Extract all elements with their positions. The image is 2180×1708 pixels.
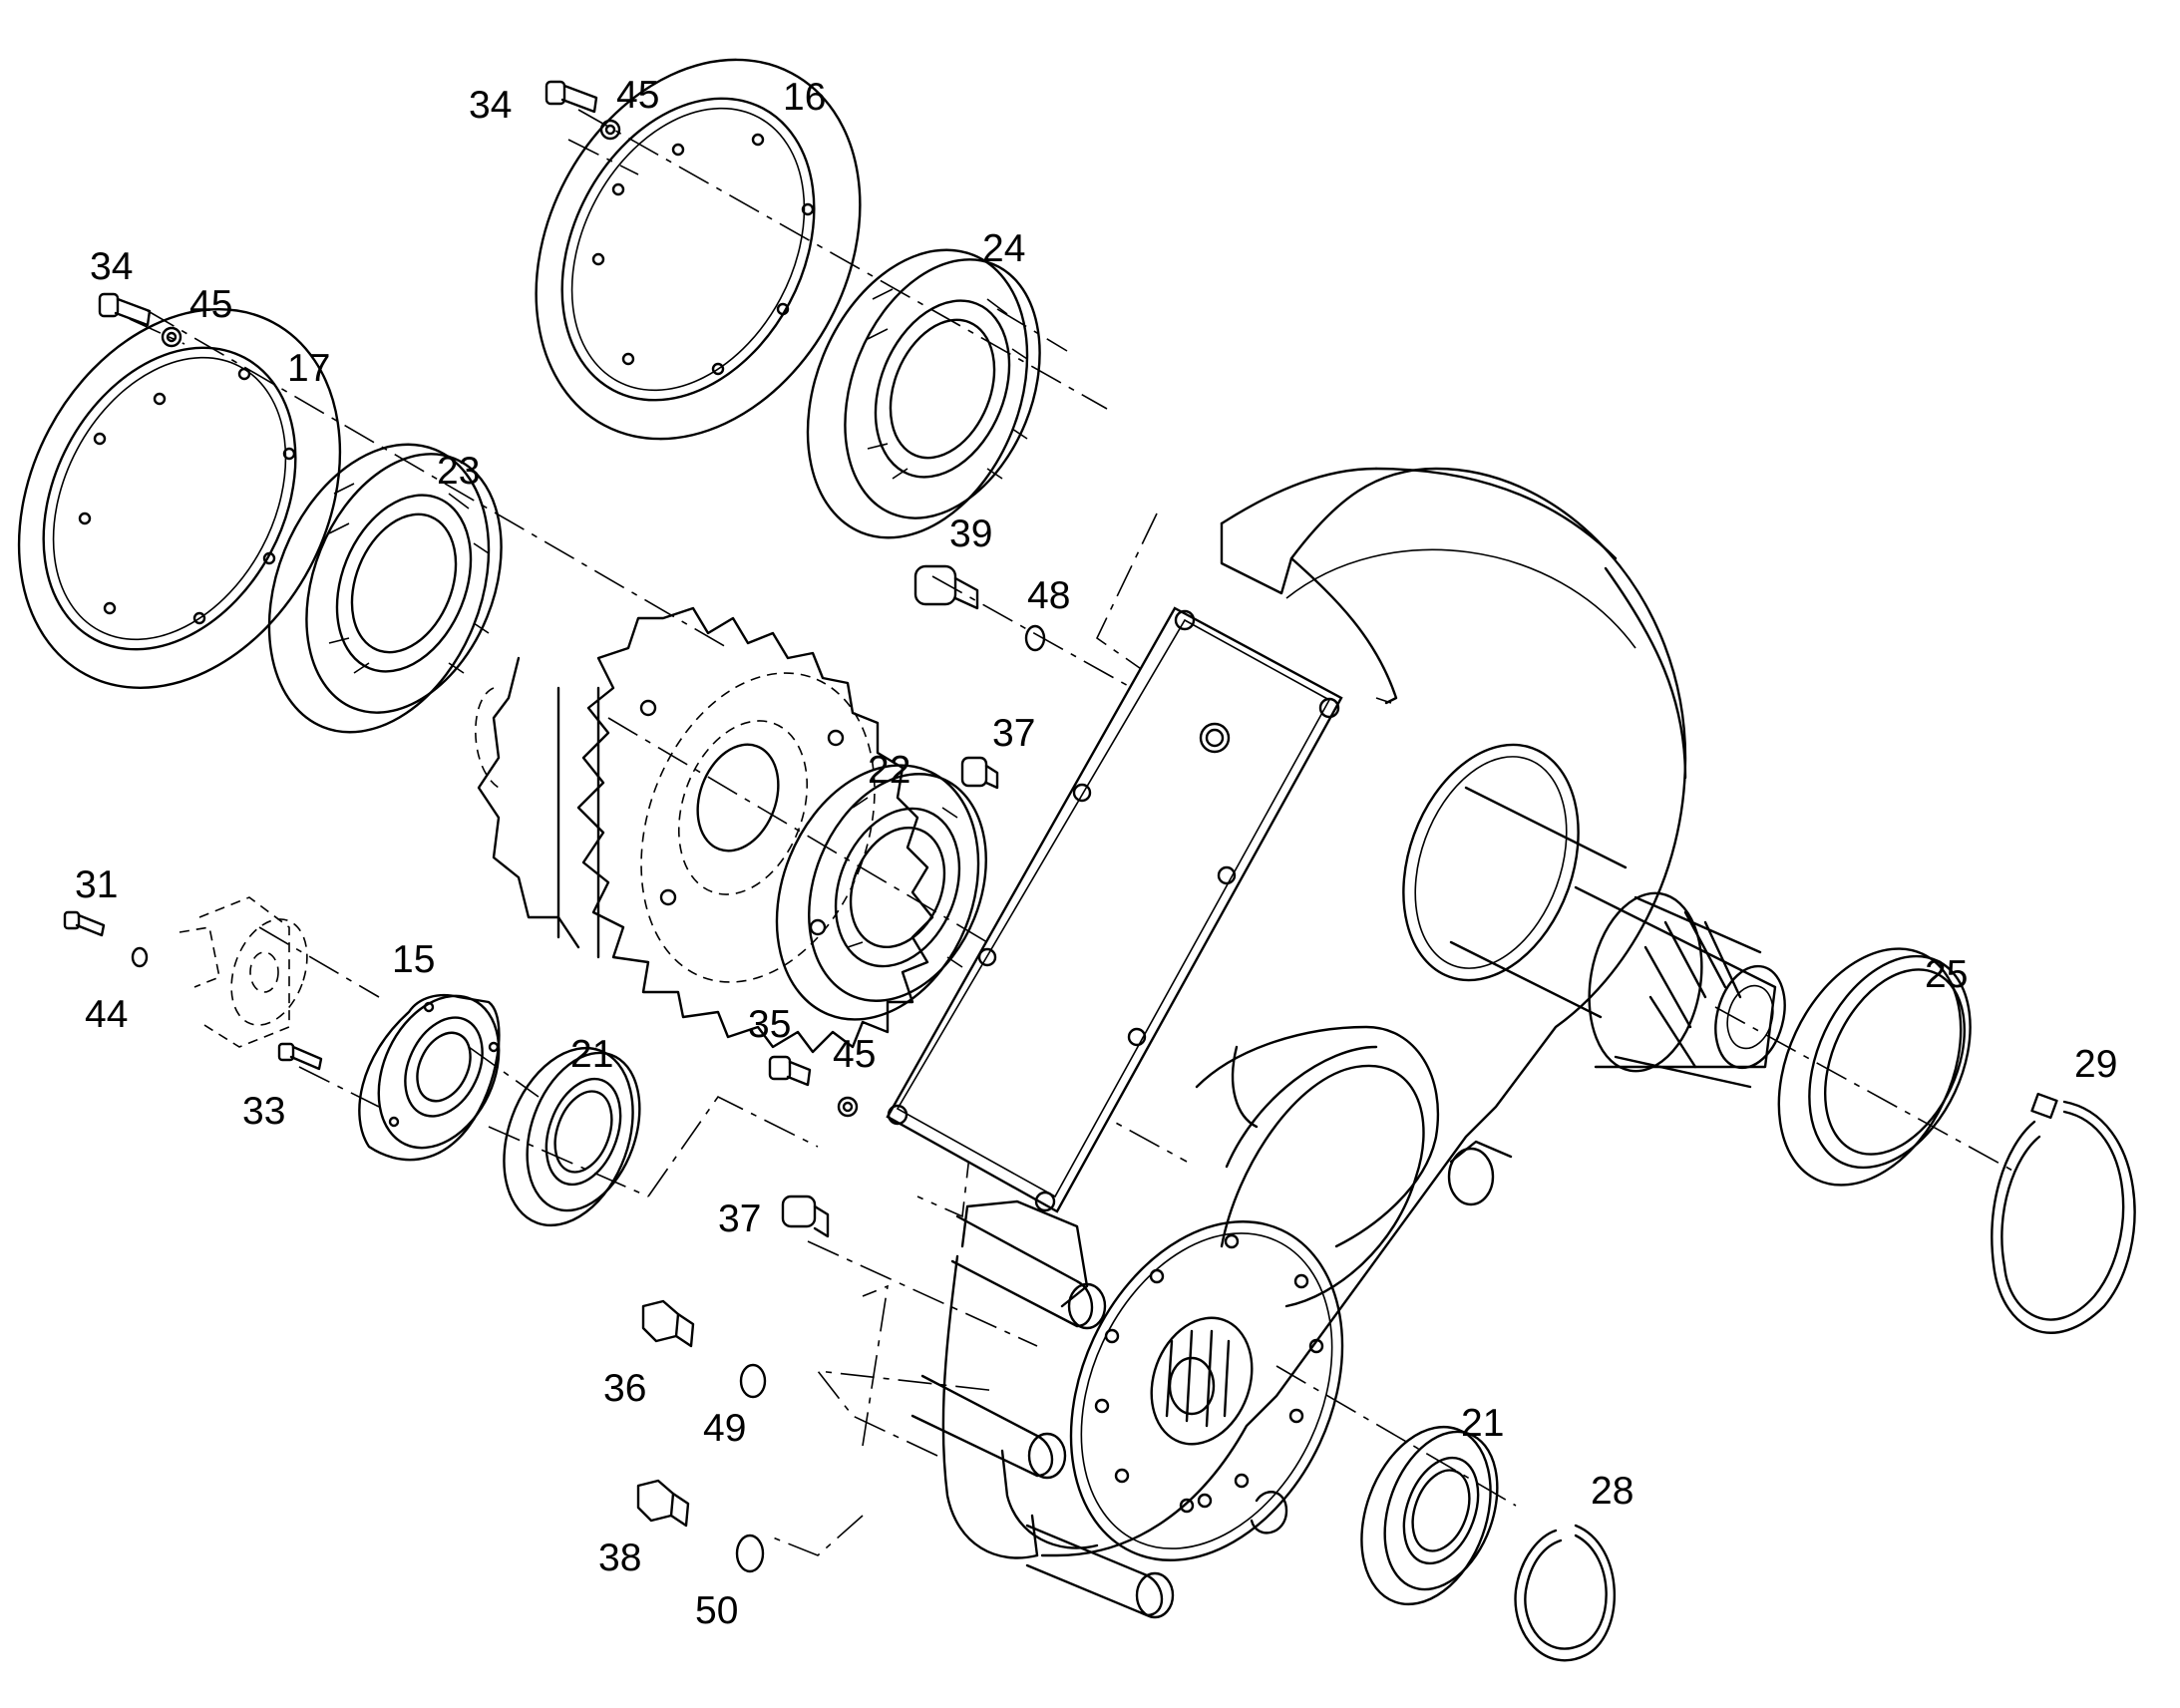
callout-49: 49 bbox=[703, 1407, 746, 1450]
callout-50: 50 bbox=[695, 1589, 738, 1632]
bolt-35 bbox=[768, 1055, 812, 1087]
cover-17 bbox=[17, 308, 342, 689]
cover-15 bbox=[358, 993, 501, 1162]
callout-31: 31 bbox=[75, 863, 118, 906]
bolt-31 bbox=[63, 910, 106, 937]
o-ring-49 bbox=[739, 1363, 767, 1399]
snap-ring-29 bbox=[1991, 1092, 2136, 1334]
bolt-34-upper bbox=[545, 80, 598, 114]
washer-45-left bbox=[161, 326, 182, 348]
output-spline-shaft bbox=[1402, 743, 1786, 1089]
callout-17: 17 bbox=[287, 347, 330, 390]
callout-37: 37 bbox=[718, 1197, 761, 1240]
callout-16: 16 bbox=[783, 76, 826, 119]
front-flange bbox=[1069, 1220, 1344, 1561]
gear-shaft-assembly bbox=[475, 606, 934, 1054]
washer-45-upper bbox=[599, 119, 621, 141]
callout-28: 28 bbox=[1591, 1470, 1634, 1513]
bearing-23 bbox=[267, 443, 503, 734]
housing-bosses bbox=[910, 1140, 1513, 1619]
bearing-21-upper bbox=[503, 1046, 641, 1227]
adapter-part-31 bbox=[179, 896, 308, 1048]
washer-45-lower bbox=[837, 1096, 859, 1118]
callout-29: 29 bbox=[2074, 1043, 2117, 1086]
front-spline-shaft bbox=[1150, 1316, 1254, 1446]
plug-37-lower bbox=[781, 1195, 830, 1238]
callout-44: 44 bbox=[85, 993, 128, 1036]
washer-44 bbox=[131, 946, 149, 968]
callout-33: 33 bbox=[242, 1090, 285, 1133]
bearing-24 bbox=[806, 248, 1041, 539]
callout-39: 39 bbox=[949, 512, 992, 555]
callout-37: 37 bbox=[992, 712, 1035, 755]
callout-45: 45 bbox=[189, 283, 232, 326]
callout-45: 45 bbox=[833, 1033, 876, 1076]
plug-36 bbox=[641, 1299, 695, 1348]
plug-39 bbox=[913, 564, 979, 610]
callout-45: 45 bbox=[616, 74, 659, 117]
gearbox-housing bbox=[886, 467, 1786, 1619]
callout-25: 25 bbox=[1925, 953, 1968, 996]
callout-21: 21 bbox=[1461, 1402, 1504, 1445]
bearing-21-lower bbox=[1360, 1425, 1499, 1606]
o-ring-48 bbox=[1024, 624, 1046, 652]
callout-24: 24 bbox=[982, 227, 1025, 270]
callout-38: 38 bbox=[598, 1537, 641, 1579]
cover-16 bbox=[535, 58, 862, 441]
snap-ring-28 bbox=[1514, 1524, 1616, 1662]
bolt-34-left bbox=[98, 292, 152, 327]
callout-21: 21 bbox=[570, 1033, 613, 1076]
callout-22: 22 bbox=[868, 749, 910, 792]
callout-35: 35 bbox=[748, 1003, 791, 1046]
o-ring-50 bbox=[735, 1534, 765, 1573]
plate-boss bbox=[1199, 722, 1231, 754]
callout-34: 34 bbox=[90, 245, 133, 288]
bearing-25 bbox=[1777, 947, 1972, 1187]
callout-15: 15 bbox=[392, 938, 435, 981]
callout-34: 34 bbox=[469, 84, 512, 127]
part-callouts: 34 45 16 24 34 45 17 23 39 48 37 22 31 4… bbox=[75, 74, 2117, 1632]
plug-38 bbox=[636, 1479, 690, 1528]
callout-23: 23 bbox=[437, 450, 480, 493]
plug-37-upper bbox=[960, 756, 999, 790]
bolt-33 bbox=[277, 1042, 323, 1071]
bearing-22 bbox=[775, 764, 987, 1021]
callout-48: 48 bbox=[1027, 574, 1070, 617]
callout-36: 36 bbox=[603, 1367, 646, 1410]
cover-plate-bolts bbox=[887, 609, 1340, 1212]
